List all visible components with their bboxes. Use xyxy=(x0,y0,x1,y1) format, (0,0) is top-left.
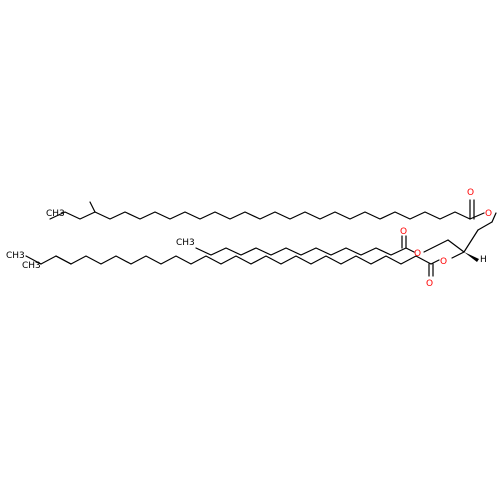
middle-acyl-chain xyxy=(195,235,465,256)
oxygen-ester-bottom: O xyxy=(440,257,447,267)
methyl-top-label: CH3 xyxy=(46,209,65,219)
oxygen-ester-middle: O xyxy=(414,249,421,259)
oxygen-carbonyl-bottom: O xyxy=(426,279,433,289)
oxygen-carbonyl-top: O xyxy=(467,188,474,198)
stereocenter xyxy=(451,251,479,262)
methyl-bottom-branch-label: CH3 xyxy=(22,261,41,271)
atom-labels: O O CH3 O O CH3 O O CH3 CH3 H xyxy=(6,188,492,289)
oxygen-ester-top: O xyxy=(485,209,492,219)
oxygen-carbonyl-middle: O xyxy=(400,227,407,237)
methyl-middle-label: CH3 xyxy=(176,238,195,248)
wedge-bond xyxy=(464,252,479,262)
stereo-hydrogen-label: H xyxy=(480,255,487,265)
top-acyl-chain xyxy=(49,199,497,253)
methyl-bottom-ethyl-label: CH3 xyxy=(6,251,25,261)
bottom-acyl-chain xyxy=(25,255,440,277)
